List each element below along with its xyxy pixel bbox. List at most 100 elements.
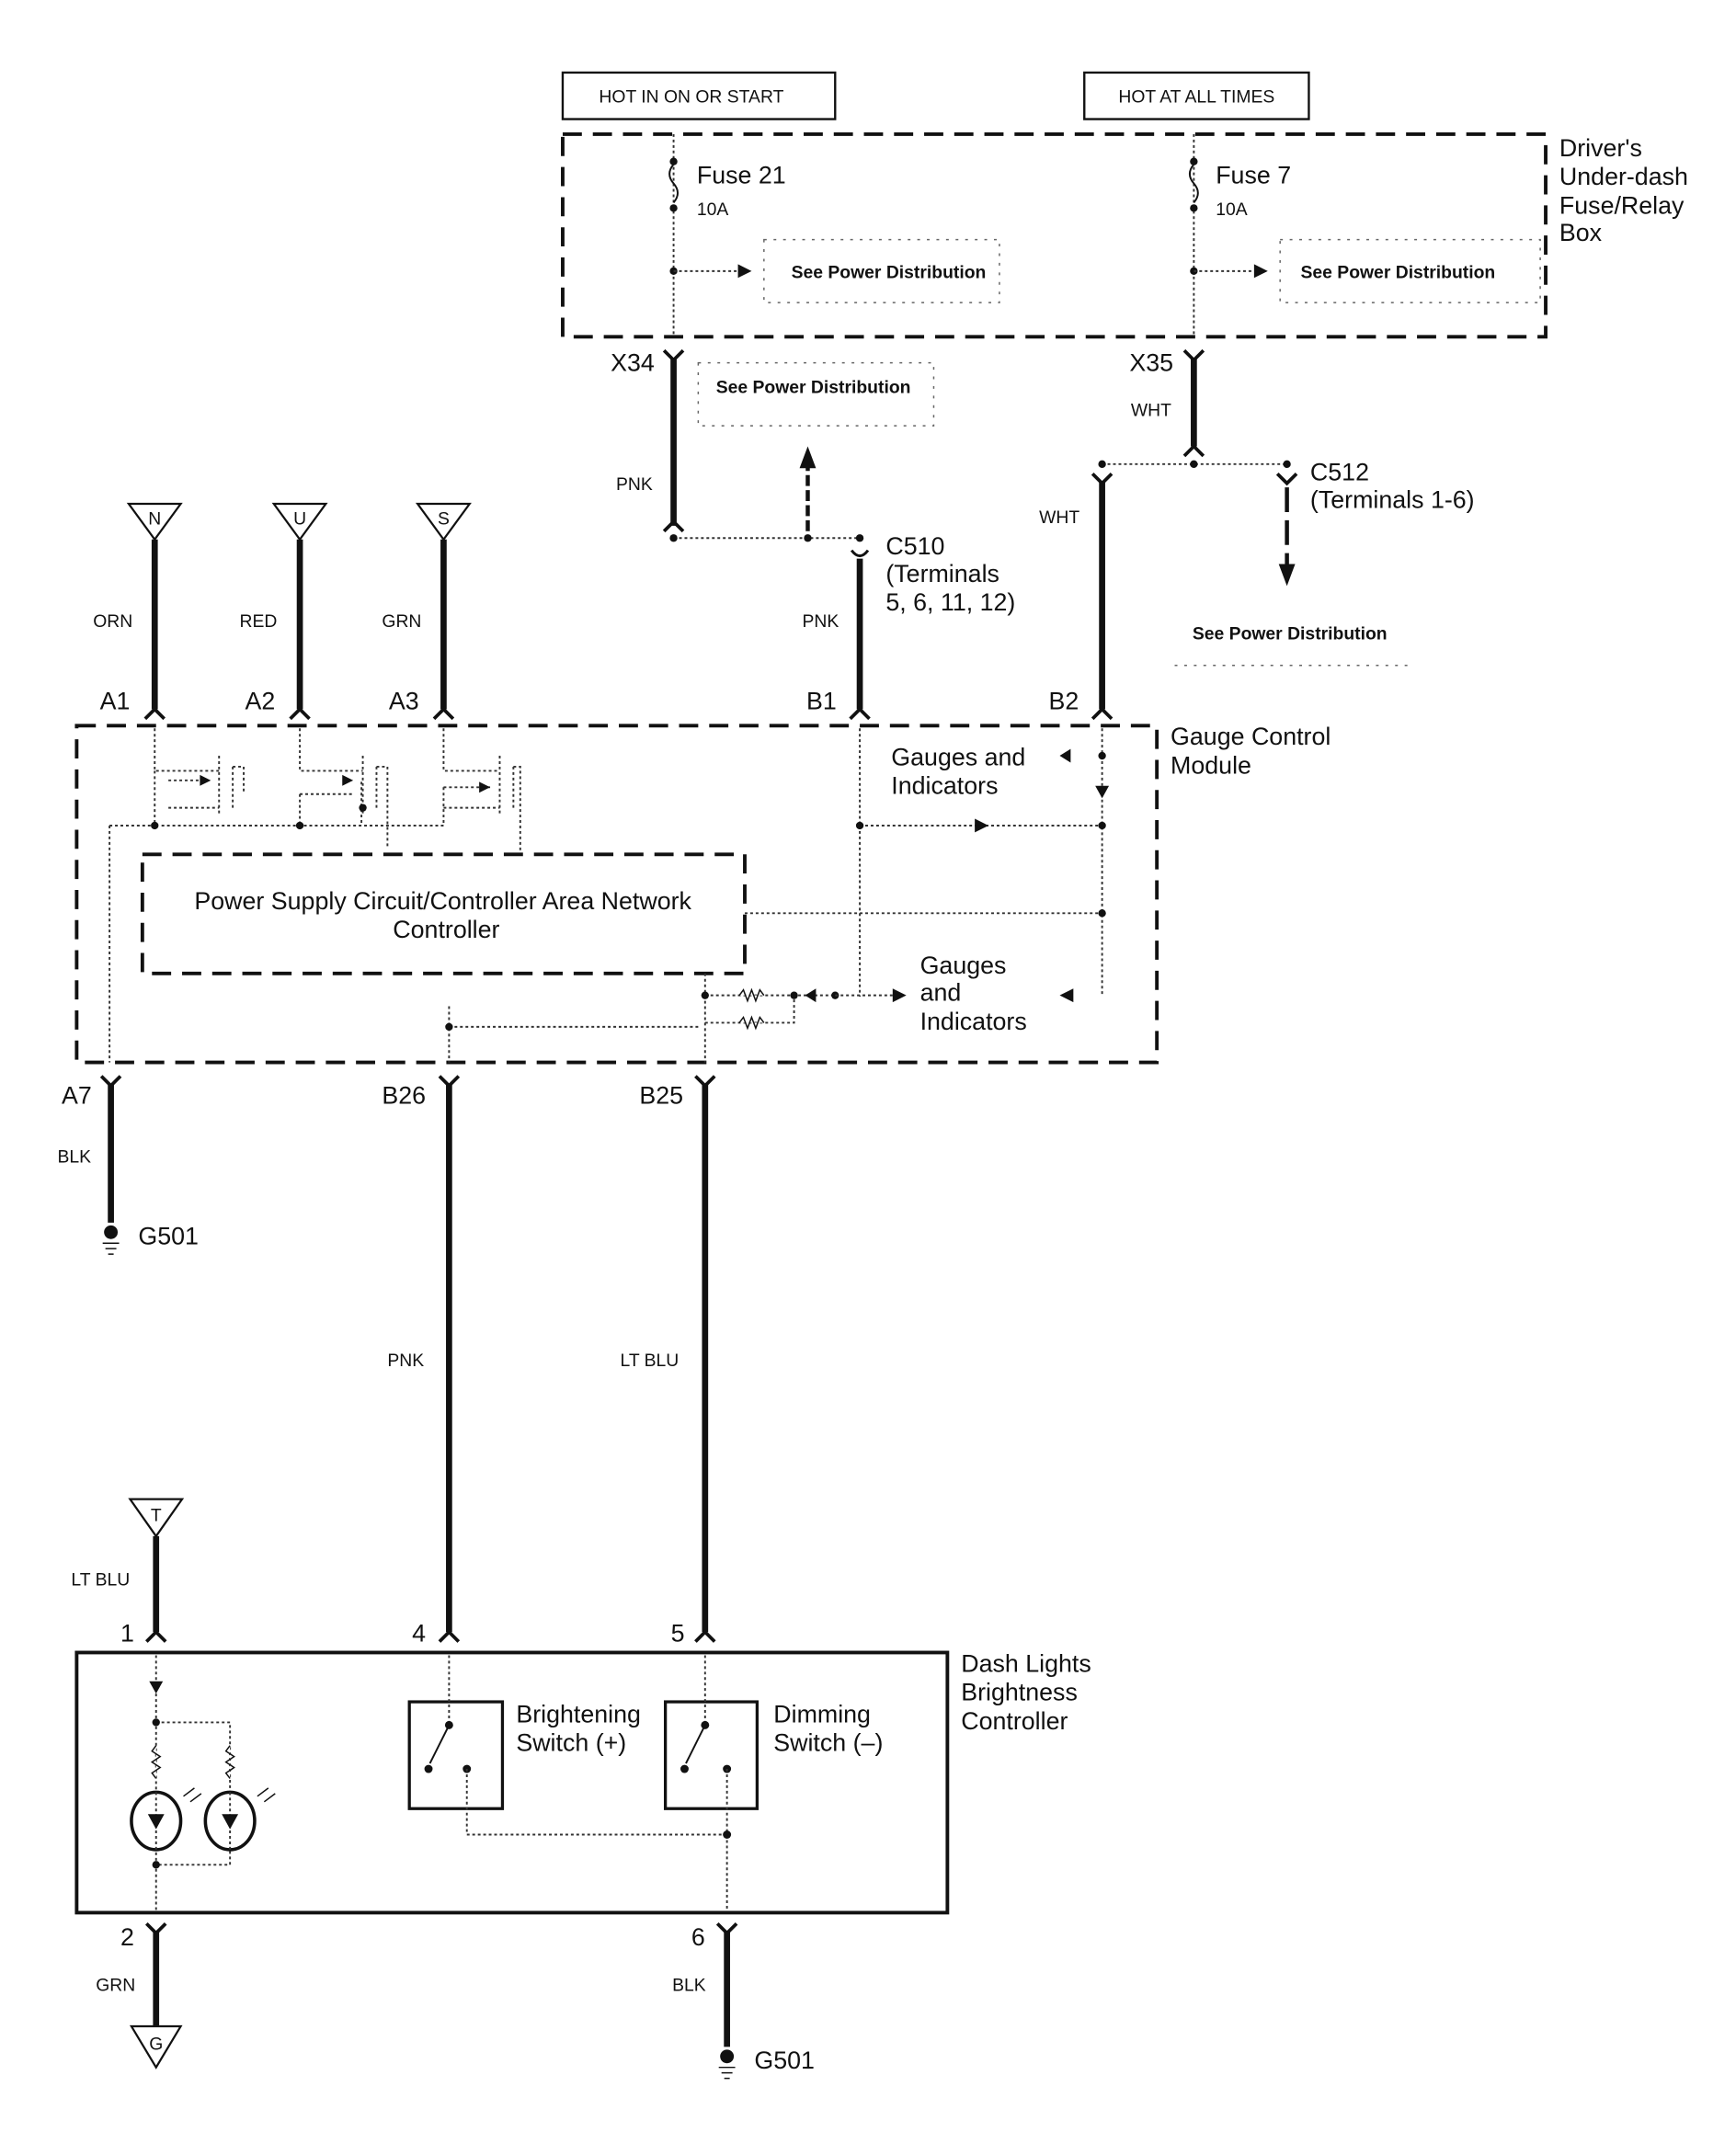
pin-4: 4 <box>412 1620 461 1648</box>
arrow-left-icon <box>1059 988 1074 1003</box>
svg-text:6: 6 <box>691 1923 705 1951</box>
x35-label: X35 <box>1129 349 1173 377</box>
arrow-left-icon <box>1059 748 1071 763</box>
svg-text:B2: B2 <box>1049 687 1079 714</box>
pin6-wire-color: BLK <box>672 1975 706 1995</box>
offpage-ref-n[interactable]: N ORN <box>93 502 183 710</box>
c510-label: C510 <box>885 532 944 560</box>
internal-wiring <box>445 728 1110 1063</box>
arrow-right-icon <box>737 264 752 279</box>
fuse-21-name: Fuse 21 <box>697 162 786 189</box>
arrow-up-icon <box>799 446 817 469</box>
offpage-ref-g[interactable]: G <box>129 2024 183 2069</box>
arrow-right-icon <box>1253 264 1268 279</box>
svg-text:A2: A2 <box>246 687 276 714</box>
connector-x34: X34 PNK <box>611 349 685 533</box>
ground-icon <box>720 2049 735 2064</box>
power-label-hot-in-on-or-start: HOT IN ON OR START <box>561 71 837 120</box>
x34-wire-color: PNK <box>616 474 653 495</box>
pin-a2: A2 <box>246 687 311 721</box>
svg-text:B26: B26 <box>382 1081 426 1109</box>
power-label-hot-at-all-times: HOT AT ALL TIMES <box>1083 71 1310 120</box>
a2-wire-color: RED <box>240 611 278 632</box>
pin2-wire-color: GRN <box>96 1975 135 1995</box>
connector-c510: C510 (Terminals 5, 6, 11, 12) PNK <box>669 446 1015 710</box>
hot-at-all-times-label: HOT AT ALL TIMES <box>1118 87 1274 108</box>
a3-wire-color: GRN <box>382 611 421 632</box>
ref-s-label: S <box>438 508 450 529</box>
b25-wire: LT BLU <box>620 1084 709 1633</box>
connector-x35: X35 WHT <box>1129 349 1205 458</box>
power-supply-can-controller: Power Supply Circuit/Controller Area Net… <box>140 852 747 975</box>
arrow-right-icon <box>975 818 989 833</box>
svg-text:B1: B1 <box>806 687 837 714</box>
fuse-7-name: Fuse 7 <box>1216 162 1291 189</box>
gauge-control-module-name: Gauge Control Module <box>1171 723 1338 779</box>
pin-1: 1 <box>120 1620 167 1648</box>
offpage-ref-s[interactable]: S GRN <box>382 502 472 710</box>
gauges-and-indicators-upper: Gauges and Indicators <box>891 743 1032 799</box>
see-power-distribution-link[interactable]: See Power Distribution <box>716 377 911 397</box>
fuse-21-rating: 10A <box>697 200 729 220</box>
offpage-ref-t[interactable]: T LT BLU <box>71 1498 185 1633</box>
fuse-7-rating: 10A <box>1216 200 1248 220</box>
pin-b2: B2 <box>1049 687 1114 721</box>
pin-a1: A1 <box>100 687 166 721</box>
gauges-and-indicators-lower: Gauges and Indicators <box>920 952 1027 1035</box>
b1-wire-color: PNK <box>803 611 839 632</box>
pin-b26: B26 <box>382 1075 461 1109</box>
ref-u-label: U <box>293 508 306 529</box>
brightening-switch: Brightening Switch (+) <box>407 1655 727 1836</box>
see-power-distribution-link[interactable]: See Power Distribution <box>1301 262 1496 282</box>
arrow-left-icon <box>805 988 817 1003</box>
pin-5: 5 <box>671 1620 716 1648</box>
gauge-control-module: Gauge Control Module A1 A2 A3 B1 B2 <box>62 687 1338 1109</box>
see-power-distribution-link[interactable]: See Power Distribution <box>1193 623 1388 644</box>
c510-terminals: (Terminals 5, 6, 11, 12) <box>885 560 1015 616</box>
dash-lights-brightness-controller: Dash Lights Brightness Controller 1 4 5 <box>74 1620 1098 1951</box>
fuse-21: Fuse 21 10A See Power Distribution <box>668 133 1000 337</box>
dimming-switch-label: Dimming Switch (–) <box>773 1700 883 1756</box>
see-power-distribution-link[interactable]: See Power Distribution <box>792 262 987 282</box>
b26-wire-color: PNK <box>387 1351 424 1371</box>
svg-text:A7: A7 <box>62 1081 92 1109</box>
resistor-icon <box>150 1745 162 1779</box>
fuse-box-name: Driver's Under-dash Fuse/Relay Box <box>1559 134 1695 246</box>
arrow-right-icon <box>892 988 907 1003</box>
svg-text:A3: A3 <box>389 687 419 714</box>
arrow-down-icon <box>1095 785 1110 799</box>
ref-g-label: G <box>149 2034 163 2054</box>
ref-n-label: N <box>148 508 161 529</box>
pin-b25: B25 <box>639 1075 716 1109</box>
t-wire-color: LT BLU <box>71 1569 130 1590</box>
illumination-leds <box>130 1655 276 1910</box>
a7-ground-wire: BLK G501 <box>58 1084 199 1255</box>
pin6-ground-wire: BLK G501 <box>672 1932 815 2080</box>
dash-controller-name: Dash Lights Brightness Controller <box>961 1649 1098 1735</box>
fuse-relay-box: Driver's Under-dash Fuse/Relay Box <box>561 132 1695 339</box>
a7-wire-color: BLK <box>58 1146 92 1167</box>
ground-icon <box>104 1225 119 1239</box>
arrow-down-icon <box>1278 564 1296 587</box>
svg-text:1: 1 <box>120 1620 134 1648</box>
power-supply-label: Power Supply Circuit/Controller Area Net… <box>194 887 698 943</box>
pin-b1: B1 <box>806 687 871 721</box>
pin2-wire: GRN <box>96 1932 160 2027</box>
svg-text:4: 4 <box>412 1620 426 1648</box>
hot-in-on-or-start-label: HOT IN ON OR START <box>599 87 783 108</box>
fuse-icon <box>668 164 679 204</box>
transistor-driver-icons <box>108 728 521 1063</box>
svg-text:2: 2 <box>120 1923 134 1951</box>
a1-wire-color: ORN <box>93 611 132 632</box>
x34-label: X34 <box>611 349 655 377</box>
svg-text:B25: B25 <box>639 1081 683 1109</box>
resistor-icon <box>738 1015 765 1031</box>
g501-label: G501 <box>138 1223 199 1250</box>
g501-label: G501 <box>754 2047 815 2074</box>
resistor-icon <box>738 987 765 1003</box>
offpage-ref-u[interactable]: U RED <box>240 502 328 710</box>
c512-label: C512 <box>1310 459 1369 486</box>
pin-a3: A3 <box>389 687 455 721</box>
svg-text:A1: A1 <box>100 687 131 714</box>
